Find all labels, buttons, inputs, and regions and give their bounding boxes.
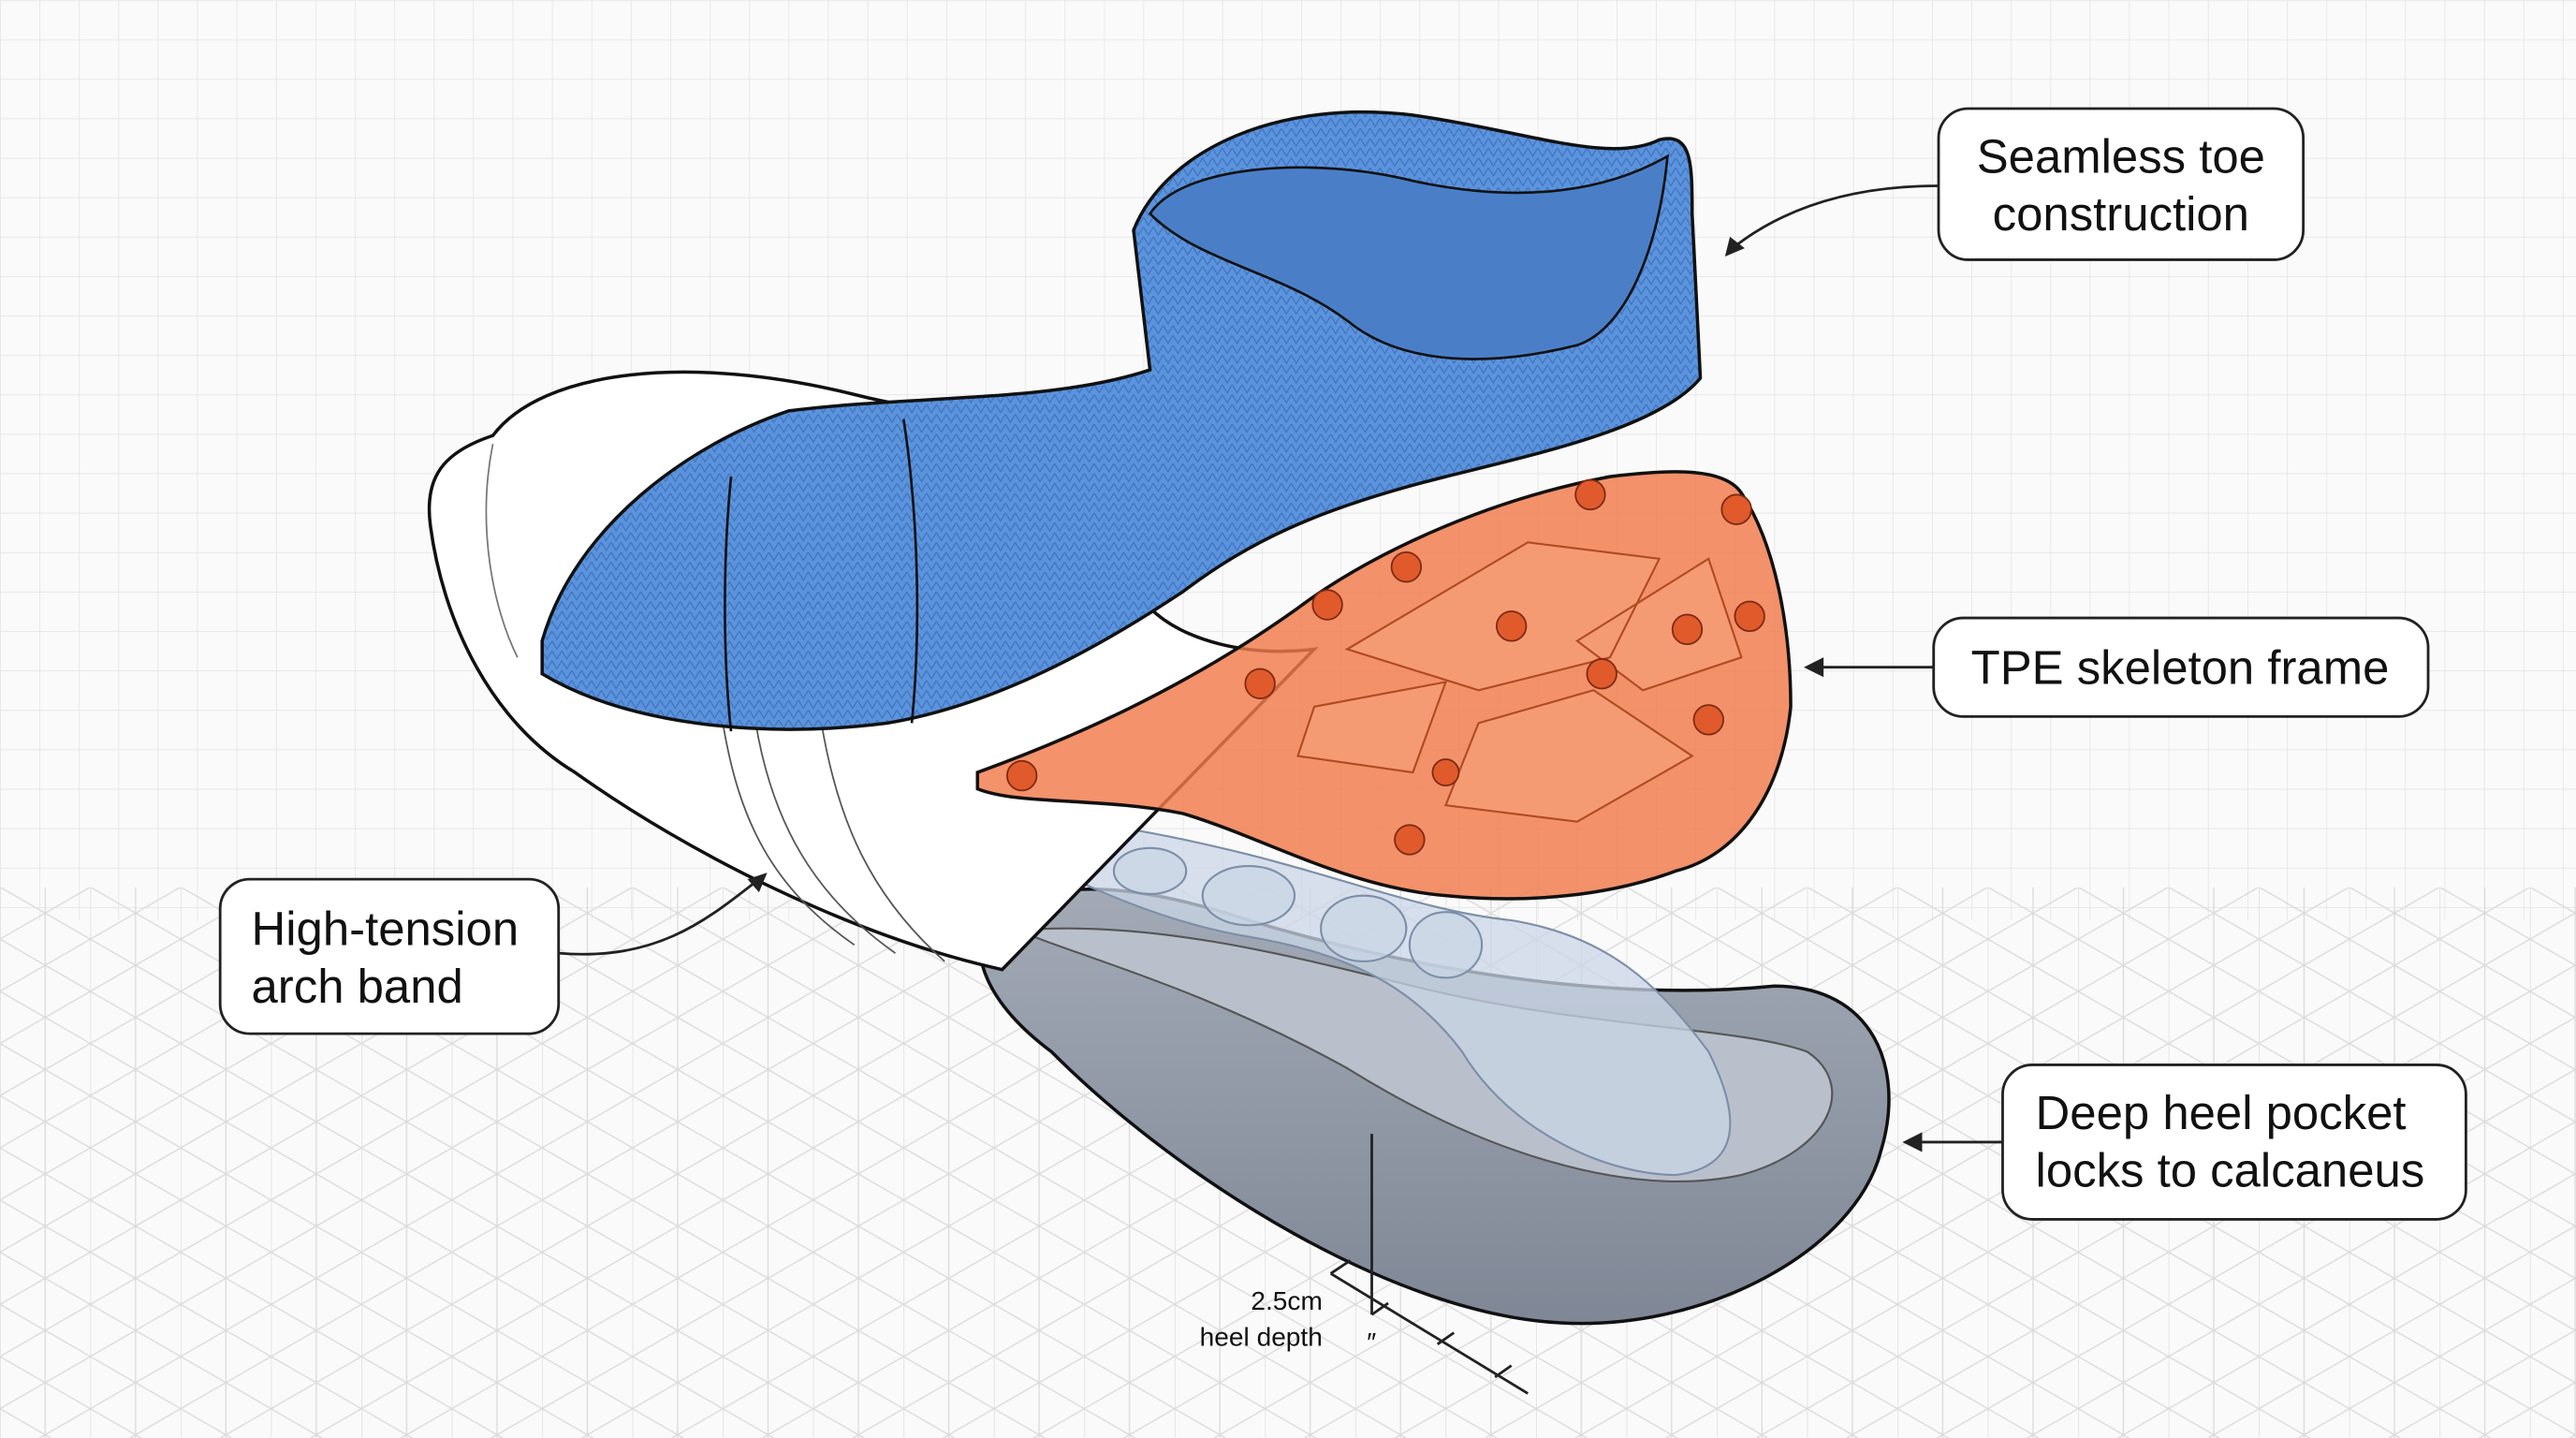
foot-bones — [992, 816, 1732, 1177]
callout-toe-line2: construction — [1993, 187, 2249, 241]
callout-seamless-toe: Seamless toe construction — [1724, 107, 2305, 261]
callout-arch-band: High-tension arch band — [218, 873, 768, 1035]
tpe-skeleton-frame — [975, 470, 1793, 901]
callout-arch-line1: High-tension — [252, 902, 520, 955]
heel-depth-dimension: 2.5cm heel depth ″ — [1200, 1134, 1529, 1395]
callout-heel-line2: locks to calcaneus — [2036, 1143, 2425, 1196]
callout-heel-line1: Deep heel pocket — [2036, 1086, 2407, 1139]
callout-toe-line1: Seamless toe — [1977, 129, 2265, 183]
callout-frame-line1: TPE skeleton frame — [1971, 640, 2390, 694]
callout-tpe-frame: TPE skeleton frame — [1804, 616, 2430, 718]
dimension-value: 2.5cm — [1251, 1286, 1322, 1315]
knit-upper — [540, 110, 1703, 732]
callout-heel-pocket: Deep heel pocket locks to calcaneus — [1902, 1064, 2467, 1221]
dimension-mark: ″ — [1367, 1328, 1376, 1357]
callout-arch-line2: arch band — [252, 960, 463, 1013]
dimension-label: heel depth — [1200, 1323, 1323, 1352]
frame-nodes — [1006, 478, 1765, 856]
